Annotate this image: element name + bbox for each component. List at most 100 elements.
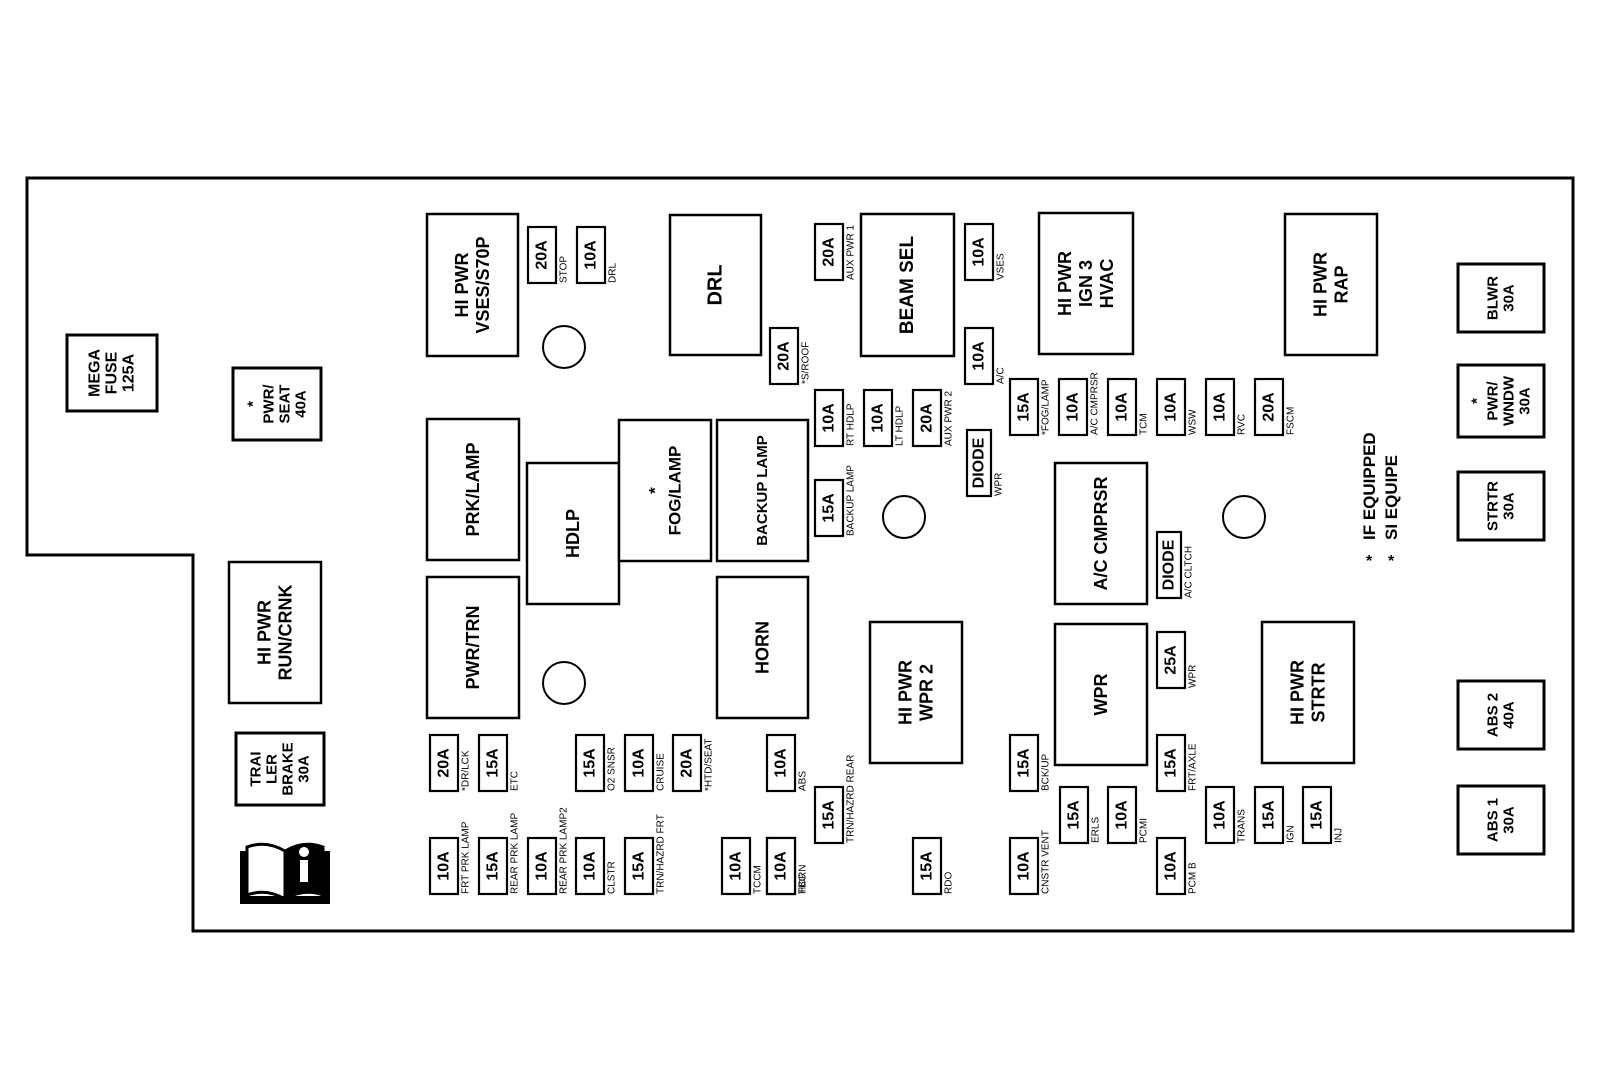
fuse-rdo [911, 836, 943, 896]
fuse-fscm-label: FSCM [1286, 407, 1297, 435]
fuse-pwr-wndw-label-line: WNDW [1501, 375, 1518, 426]
fuse-bck-up-label: BCK/UP [1041, 753, 1052, 791]
relay-ac-cmprsr-label-line: A/C CMPRSR [1091, 476, 1111, 590]
fuse-pwr-seat-label-line: PWR/ [261, 384, 278, 424]
fuse-rdo-label: RDO [944, 872, 955, 894]
relay-hi-pwr-run [227, 560, 323, 705]
fuse-trailer-brake-label-line: BRAKE [280, 742, 297, 795]
relay-beam-sel-label-line: BEAM SEL [897, 236, 918, 335]
fuse-lt-hdlp [862, 388, 894, 448]
relay-wpr-label-line: WPR [1091, 674, 1111, 716]
fuse-ac [963, 326, 995, 386]
relay-ac-cmprsr [1053, 461, 1149, 606]
relay-fog-lamp-label: *FOG/LAMP [646, 446, 685, 536]
fuse-pcm-b [1155, 836, 1187, 896]
relay-hi-pwr-ign3 [1037, 211, 1135, 356]
fuse-rear-prk-lamp-label: REAR PRK LAMP [510, 813, 521, 894]
mounting-hole-1 [542, 325, 586, 369]
fuse-cnstr-vent-label: CNSTR VENT [1041, 830, 1052, 894]
relay-ac-cmprsr-label: A/C CMPRSR [1091, 476, 1111, 590]
fuse-abs1 [1456, 784, 1546, 856]
fuse-rt-hdlp-label: RT HDLP [846, 403, 857, 446]
relay-fog-lamp-label-line: FOG/LAMP [666, 446, 685, 536]
fuse-dr-lck [428, 733, 460, 793]
fuse-abs1-label-line: 30A [1501, 806, 1518, 834]
fuse-ac-rating: 10A [971, 341, 988, 371]
fuse-ac-cmprsr [1057, 377, 1089, 437]
fuse-pwr-wndw [1456, 363, 1546, 439]
relay-hi-pwr-ign3-label-line: IGN 3 [1076, 260, 1096, 307]
fuse-inj-rating: 15A [1309, 800, 1326, 830]
fuse-drl-label: DRL [608, 263, 619, 283]
fuse-trn-hazrd-rear-rating: 15A [821, 800, 838, 830]
fuse-pwr-wndw-label-line: * [1469, 398, 1486, 404]
diode-wpr [965, 428, 993, 498]
fuse-wpr [1155, 630, 1187, 690]
legend-en: IF EQUIPPED [1360, 432, 1379, 540]
relay-drl [668, 213, 763, 357]
fuse-rear-prk-lamp2-rating: 10A [534, 851, 551, 881]
fuse-cnstr-vent-rating: 10A [1016, 851, 1033, 881]
fuse-vses-rating: 10A [971, 237, 988, 267]
fuse-clstr-rating: 10A [582, 851, 599, 881]
fuse-aux-pwr2-label: AUX PWR 2 [944, 391, 955, 446]
relay-hi-pwr-vses-label-line: VSES/S70P [473, 236, 493, 333]
fuse-trailer-brake-label-line: LER [264, 754, 281, 784]
relay-backup-lamp-label: BACKUP LAMP [754, 435, 771, 546]
fuse-stop [526, 225, 558, 285]
fuse-lt-hdlp-rating: 10A [870, 403, 887, 433]
fuse-tccm [720, 836, 752, 896]
fuse-pwr-wndw-label-line: 30A [1517, 387, 1534, 415]
fuse-rear-prk-lamp-rating: 15A [485, 851, 502, 881]
relay-fog-lamp-label-line: * [646, 487, 665, 494]
fuse-pcm-b-rating: 10A [1163, 851, 1180, 881]
fuse-s-roof-rating: 20A [776, 341, 793, 371]
relay-hdlp-label: HDLP [563, 509, 583, 558]
fuse-ign [1253, 785, 1285, 845]
relay-horn [715, 575, 810, 720]
relay-hi-pwr-vses [425, 212, 520, 358]
fuse-trn-hazrd-rear [813, 785, 845, 845]
relay-hi-pwr-rap-label-line: HI PWR [1311, 252, 1331, 317]
fuse-inj [1301, 785, 1333, 845]
fuse-frt-prk-lamp-rating: 10A [436, 851, 453, 881]
fuse-rear-prk-lamp [477, 836, 509, 896]
fuse-dr-lck-label: *DR/LCK [461, 750, 472, 791]
relay-hdlp [525, 461, 621, 606]
legend-bullet: * [1388, 553, 1395, 570]
relay-horn-label: HORN [753, 621, 773, 674]
fuse-trn-hazrd-rear-label: TRN/HAZRD REAR [846, 755, 857, 843]
fuse-ac-cmprsr-rating: 10A [1065, 392, 1082, 422]
fuse-frt-axle-label: FRT/AXLE [1188, 743, 1199, 791]
fuse-trn-hazrd-frt [623, 836, 655, 896]
fuse-erls-label: ERLS [1091, 817, 1102, 843]
fuse-ac-cmprsr-label: A/C CMPRSR [1090, 372, 1101, 435]
fuse-htd-seat [671, 733, 703, 793]
fuse-abs2-label-line: 40A [1501, 701, 1518, 729]
fuse-pwr-seat-label-line: 40A [293, 390, 310, 418]
fuse-pwr-seat-label-line: SEAT [277, 385, 294, 424]
relay-hi-pwr-run-label-line: RUN/CRNK [276, 585, 296, 681]
relay-wpr [1053, 622, 1149, 767]
fuse-o2-snsr-label: O2 SNSR [607, 747, 618, 791]
fuse-tccm-label: TCCM [753, 865, 764, 894]
fuse-abs2 [1456, 679, 1546, 751]
fuse-etc-label: ETC [510, 771, 521, 791]
fuse-dr-lck-rating: 20A [436, 748, 453, 778]
manual-info-icon [240, 842, 330, 904]
fuse-pcm-b-label: PCM B [1188, 862, 1199, 894]
fuse-aux-pwr2 [911, 388, 943, 448]
fuse-htd-seat-rating: 20A [679, 748, 696, 778]
fuse-wsw [1155, 377, 1187, 437]
fuse-o2-snsr [574, 733, 606, 793]
fuse-erls-rating: 15A [1066, 800, 1083, 830]
fuse-trn-hazrd-frt-label: TRN/HAZRD FRT [656, 814, 667, 894]
legend-fr: SI EQUIPE [1382, 455, 1401, 540]
fuse-mega-fuse [65, 333, 159, 413]
fuse-cruise-rating: 10A [631, 748, 648, 778]
relay-hi-pwr-wpr2-label-line: WPR 2 [917, 664, 937, 721]
relay-hi-pwr-vses-label-line: HI PWR [452, 253, 472, 318]
fuse-abs2-label-line: ABS 2 [1485, 693, 1502, 737]
